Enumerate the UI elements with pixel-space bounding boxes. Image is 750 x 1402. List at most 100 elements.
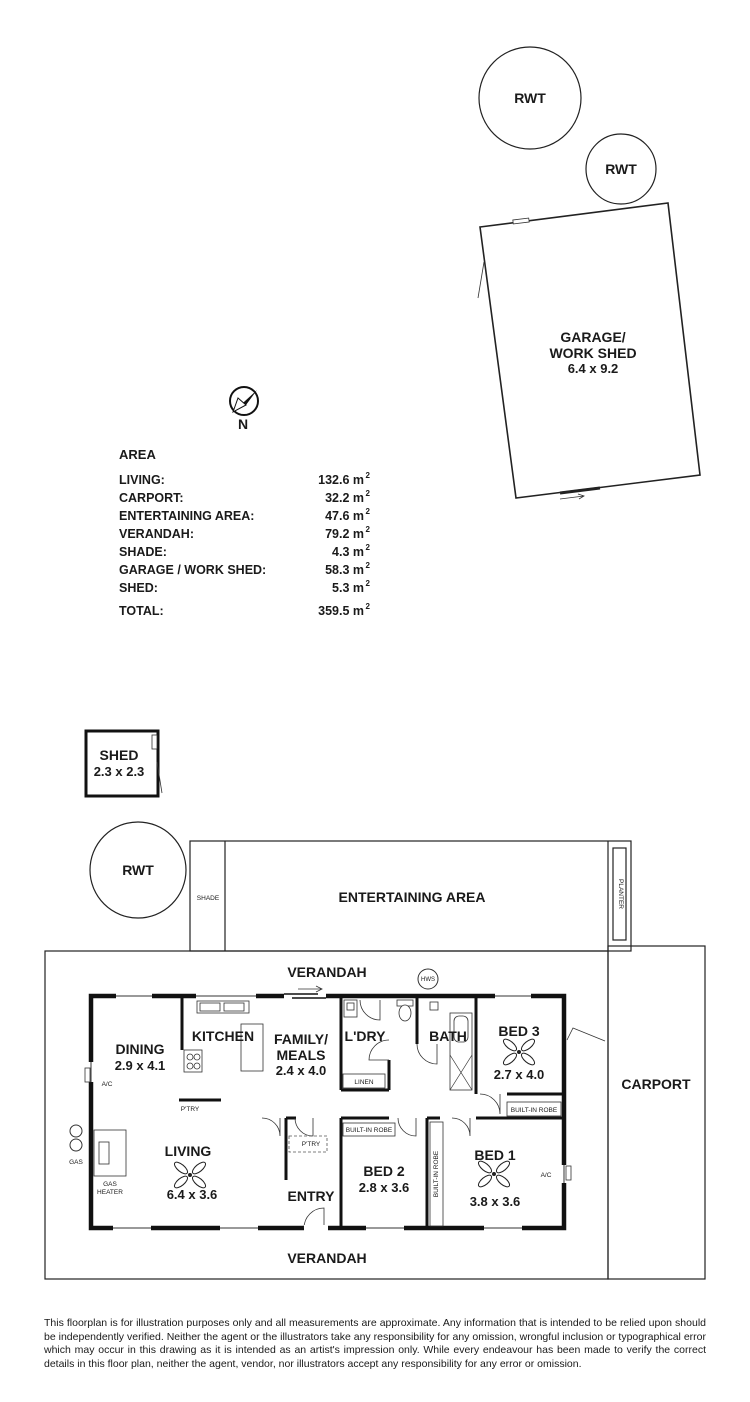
bath-fixtures: [429, 1001, 473, 1091]
area-unit-sup: 2: [366, 471, 371, 480]
gas-heater-label: HEATER: [97, 1189, 123, 1196]
kitchen-fixtures: [183, 1000, 264, 1073]
pantry-entry: P'TRY: [288, 1135, 328, 1153]
area-row-label: SHADE:: [119, 545, 167, 559]
linen-cupboard: LINEN: [342, 1073, 386, 1089]
entertaining-area-label: ENTERTAINING AREA: [339, 889, 486, 905]
bath-name: BATH: [429, 1028, 467, 1044]
area-row-value: 47.6 m: [325, 509, 364, 523]
area-row-label: CARPORT:: [119, 491, 184, 505]
area-row-value: 4.3 m: [332, 545, 364, 559]
rainwater-tank-label: RWT: [605, 161, 637, 177]
pantry-label: P'TRY: [302, 1141, 321, 1148]
area-row-label: VERANDAH:: [119, 527, 194, 541]
disclaimer-text: This floorplan is for illustration purpo…: [44, 1317, 706, 1370]
rainwater-tank-left: RWT: [89, 821, 187, 919]
area-unit-sup: 2: [366, 561, 371, 570]
ceiling-fan-icon: [173, 1161, 207, 1189]
living-dimensions: 6.4 x 3.6: [167, 1187, 218, 1202]
garage-work-shed: GARAGE/ WORK SHED 6.4 x 9.2: [477, 202, 701, 500]
laundry-name: L'DRY: [345, 1028, 387, 1044]
garage-dimensions: 6.4 x 9.2: [568, 361, 619, 376]
area-row-value: 32.2 m: [325, 491, 364, 505]
laundry-fixtures: [343, 999, 358, 1018]
internal-doors: [261, 999, 501, 1231]
robe-label: BUILT-IN ROBE: [511, 1107, 558, 1114]
robe-label: BUILT-IN ROBE: [346, 1127, 393, 1134]
ceiling-fan-icon: [502, 1038, 536, 1066]
bed1-name: BED 1: [474, 1147, 515, 1163]
linen-label: LINEN: [354, 1079, 373, 1086]
ceiling-fan-icon: [477, 1160, 511, 1188]
entertaining-area: SHADE ENTERTAINING AREA PLANTER: [189, 840, 632, 952]
dining-name: DINING: [116, 1041, 165, 1057]
built-in-robe-bed3: BUILT-IN ROBE: [506, 1101, 562, 1117]
area-row-value: 132.6 m: [318, 473, 364, 487]
area-unit-sup: 2: [366, 543, 371, 552]
verandah-bottom-label: VERANDAH: [287, 1250, 366, 1266]
shed-name: SHED: [100, 747, 139, 763]
area-row-label: LIVING:: [119, 473, 165, 487]
garage-name: GARAGE/: [560, 329, 625, 345]
carport-label: CARPORT: [621, 1076, 691, 1092]
bed1-dimensions: 3.8 x 3.6: [470, 1194, 521, 1209]
bed2-name: BED 2: [363, 1163, 404, 1179]
rainwater-tank-label: RWT: [122, 862, 154, 878]
built-in-robe-bed1: BUILT-IN ROBE: [429, 1121, 444, 1227]
rainwater-tank-top-small: RWT: [585, 133, 657, 205]
built-in-robe-bed2: BUILT-IN ROBE: [342, 1122, 396, 1137]
area-unit-sup: 2: [366, 507, 371, 516]
rainwater-tank-label: RWT: [514, 90, 546, 106]
family-meals-dimensions: 2.4 x 4.0: [276, 1063, 327, 1078]
shade-label: SHADE: [197, 895, 220, 902]
rainwater-tank-top-large: RWT: [478, 46, 582, 150]
planter-label: PLANTER: [617, 879, 624, 909]
family-meals-name: MEALS: [277, 1047, 326, 1063]
area-total-label: TOTAL:: [119, 604, 164, 618]
gas-heater: GAS HEATER: [93, 1129, 127, 1196]
ac-label: A/C: [102, 1081, 113, 1088]
shed: SHED 2.3 x 2.3: [84, 729, 163, 798]
north-compass: N: [229, 386, 259, 432]
hot-water-system: HWS: [417, 968, 439, 990]
ac-label: A/C: [541, 1172, 552, 1179]
robe-label: BUILT-IN ROBE: [433, 1150, 440, 1197]
carport: CARPORT: [566, 945, 706, 1280]
area-row-label: GARAGE / WORK SHED:: [119, 563, 266, 577]
entry-name: ENTRY: [288, 1188, 336, 1204]
area-row-value: 58.3 m: [325, 563, 364, 577]
gas-label: GAS: [69, 1159, 83, 1166]
area-row-value: 79.2 m: [325, 527, 364, 541]
area-row-label: ENTERTAINING AREA:: [119, 509, 254, 523]
family-meals-name: FAMILY/: [274, 1031, 328, 1047]
area-unit-sup: 2: [366, 602, 371, 611]
verandah-top-label: VERANDAH: [287, 964, 366, 980]
dining-dimensions: 2.9 x 4.1: [115, 1058, 166, 1073]
area-unit-sup: 2: [366, 579, 371, 588]
compass-north-label: N: [238, 416, 248, 432]
area-row-value: 5.3 m: [332, 581, 364, 595]
bed3-name: BED 3: [498, 1023, 539, 1039]
shed-dimensions: 2.3 x 2.3: [94, 764, 145, 779]
hws-label: HWS: [421, 977, 435, 983]
area-unit-sup: 2: [366, 489, 371, 498]
gas-heater-label: GAS: [103, 1181, 117, 1188]
garage-name: WORK SHED: [549, 345, 636, 361]
air-conditioner-left: A/C: [84, 1067, 113, 1088]
air-conditioner-right: A/C: [541, 1165, 572, 1181]
windows: [88, 993, 567, 1231]
toilet: [396, 999, 414, 1022]
pantry-label: P'TRY: [181, 1106, 200, 1113]
bed2-dimensions: 2.8 x 3.6: [359, 1180, 410, 1195]
area-title: AREA: [119, 447, 156, 462]
living-name: LIVING: [165, 1143, 212, 1159]
area-total-value: 359.5 m: [318, 604, 364, 618]
area-table: AREA LIVING: 132.6 m 2 CARPORT: 32.2 m 2…: [119, 447, 371, 618]
area-unit-sup: 2: [366, 525, 371, 534]
gas-bottles: GAS: [69, 1124, 84, 1166]
area-row-label: SHED:: [119, 581, 158, 595]
pantry-dining: P'TRY: [181, 1106, 200, 1113]
kitchen-name: KITCHEN: [192, 1028, 254, 1044]
bed3-dimensions: 2.7 x 4.0: [494, 1067, 545, 1082]
